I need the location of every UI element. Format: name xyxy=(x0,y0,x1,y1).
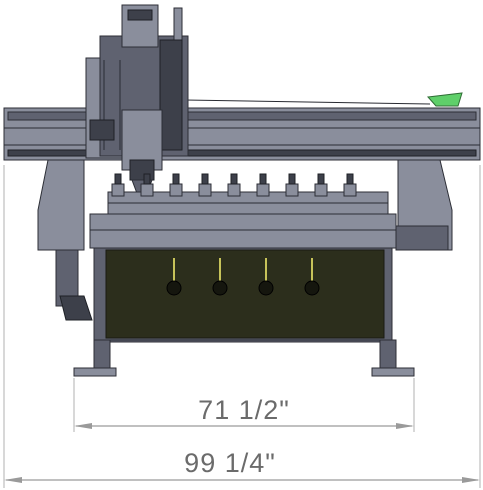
inner-width-label: 71 1/2" xyxy=(198,395,290,425)
tool-holder xyxy=(285,173,299,197)
vacuum-valve xyxy=(212,258,228,296)
right-support-bracket xyxy=(395,159,453,251)
vacuum-valve xyxy=(304,258,320,296)
tool-changer-rack xyxy=(107,191,389,215)
tool-holder xyxy=(314,173,328,197)
inner-width-dimension: 71 1/2" xyxy=(73,378,415,432)
tool-holder xyxy=(198,173,212,197)
vacuum-valves xyxy=(166,258,320,296)
tool-holder xyxy=(140,173,154,197)
tool-holder xyxy=(256,173,270,197)
spindle-carriage xyxy=(85,4,189,205)
gantry-beam xyxy=(3,107,481,161)
tool-holder xyxy=(343,173,357,197)
overall-width-label: 99 1/4" xyxy=(184,448,276,478)
tool-holder xyxy=(169,173,183,197)
gantry-green-accent xyxy=(426,92,463,107)
left-support-bracket xyxy=(37,159,93,321)
machine-table xyxy=(89,213,397,249)
tool-holder xyxy=(227,173,241,197)
gantry-cable-guide xyxy=(184,99,431,105)
base-cabinet xyxy=(93,247,393,343)
tool-holder xyxy=(111,173,125,197)
vacuum-valve xyxy=(258,258,274,296)
overall-width-dimension: 99 1/4" xyxy=(3,165,481,488)
front-legs xyxy=(73,339,415,377)
tool-holders xyxy=(111,173,357,197)
vacuum-valve xyxy=(166,258,182,296)
